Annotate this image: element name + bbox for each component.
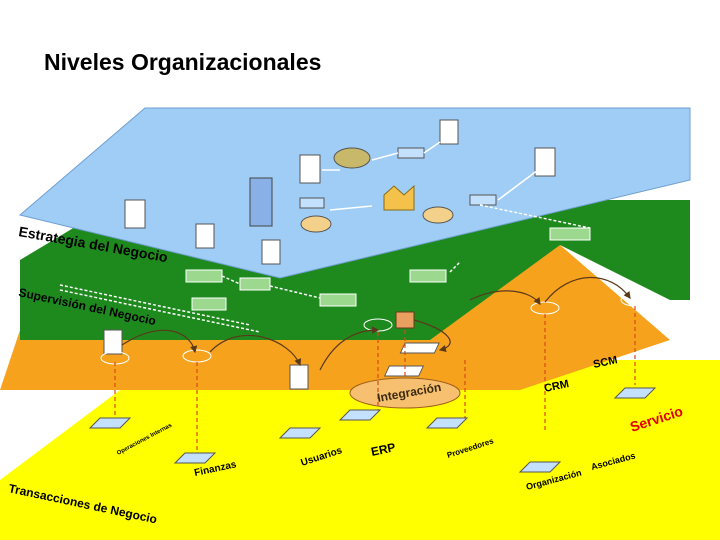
transaction-node [278, 427, 322, 439]
supervision-flow-line [59, 204, 591, 333]
strategy-elements [124, 119, 556, 265]
page-title: Niveles Organizacionales [44, 49, 321, 75]
pie-cube-icon [333, 147, 371, 169]
transaction-node [613, 387, 657, 399]
label-crm: CRM [543, 378, 570, 395]
process-box [397, 147, 425, 159]
chart-document-icon [124, 199, 146, 229]
strategy-layer [18, 107, 691, 279]
bar-chart-icon [249, 177, 273, 227]
kpi-box [549, 227, 591, 241]
transaction-elements [88, 306, 657, 473]
process-box [469, 194, 497, 206]
transaction-node [88, 417, 132, 429]
integration-elements [100, 276, 650, 409]
transaction-node [518, 461, 562, 473]
report-document-icon [439, 119, 459, 145]
integration-flow-arrow [544, 276, 631, 303]
strategy-flow-line [322, 141, 539, 211]
database-icon [300, 215, 332, 233]
integration-flow-arrow [413, 319, 451, 353]
report-document-icon [195, 223, 215, 249]
kpi-box [409, 269, 447, 283]
transaction-node [173, 452, 217, 464]
integration-flow-arrow [469, 290, 541, 305]
chart-document-icon [261, 239, 281, 265]
kpi-box [239, 277, 271, 291]
chart-document-icon [299, 154, 321, 184]
kpi-box [191, 297, 227, 311]
document-icon [289, 364, 309, 390]
node-ellipse [620, 293, 650, 307]
supervision-layer-edge [560, 245, 690, 300]
integration-bus [349, 377, 461, 409]
transaction-node [338, 409, 382, 421]
integration-flow-arrow [209, 334, 302, 367]
kpi-box [319, 293, 357, 307]
database-icon [422, 206, 454, 224]
process-box [299, 197, 325, 209]
kpi-box [185, 269, 223, 283]
transactions-layer [0, 360, 720, 540]
supervision-elements [59, 204, 591, 333]
scm-box [399, 342, 440, 354]
chart-document-icon [534, 147, 556, 177]
transaction-node [425, 417, 469, 429]
drop-line [114, 306, 636, 453]
integration-flow-arrow [121, 329, 198, 354]
document-icon [103, 329, 123, 355]
label-scm: SCM [592, 354, 618, 371]
building-icon [395, 311, 415, 329]
integration-flow-arrow [319, 326, 380, 371]
label-erp: ERP [370, 440, 397, 459]
crm-box [383, 365, 425, 377]
crown-icon [383, 184, 415, 211]
